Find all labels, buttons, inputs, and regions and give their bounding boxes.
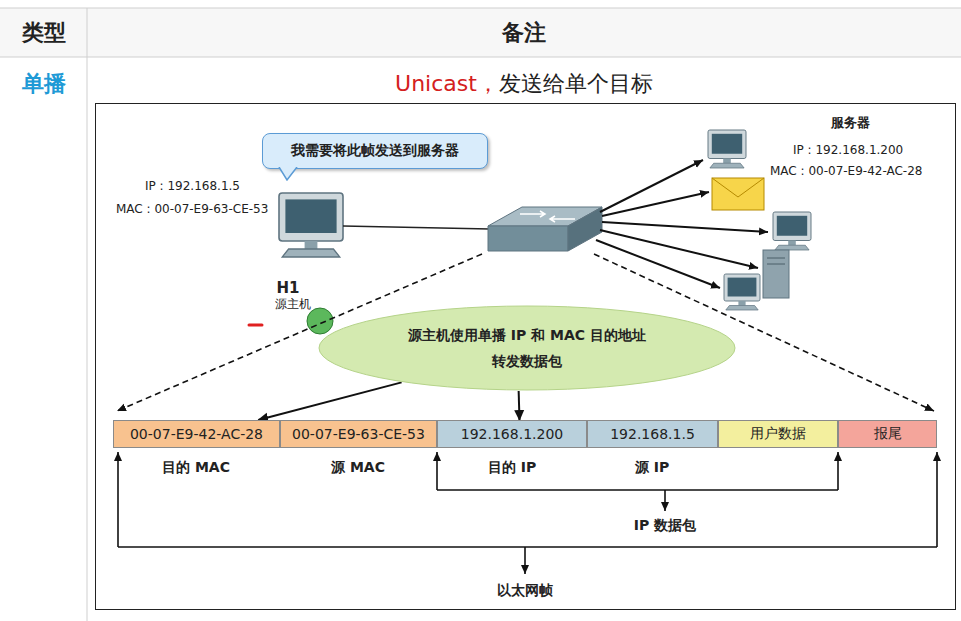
node-text: Unicast，: [395, 71, 499, 96]
diagram-label: 源 IP: [635, 459, 669, 477]
pc-icon: [773, 212, 811, 250]
node-text: 单播: [22, 71, 66, 96]
note-ellipse: 源主机使用单播 IP 和 MAC 目的地址 转发数据包: [318, 305, 736, 391]
diagram-label: MAC : 00-07-E9-63-CE-53: [116, 202, 268, 216]
header-cell: 类型: [0, 8, 87, 57]
ellipse-shape: [318, 305, 736, 391]
node-text: 192.168.1.200: [461, 426, 563, 442]
pc-icon: [708, 130, 746, 168]
diagram-label: 源主机: [275, 296, 311, 313]
diagram-label: 以太网帧: [497, 582, 553, 600]
text-holder: 192.168.1.5: [610, 426, 695, 442]
text-holder: 报尾: [874, 425, 902, 443]
frame-field: 报尾: [838, 420, 937, 448]
node-text: 源主机使用单播 IP 和 MAC 目的地址 转发数据包: [408, 327, 646, 369]
text-holder: 00-07-E9-42-AC-28: [130, 426, 263, 442]
node-text: 发送给单个目标: [499, 71, 653, 96]
diagram-label: 源 MAC: [331, 459, 385, 477]
text-holder: 源主机使用单播 IP 和 MAC 目的地址 转发数据包: [400, 322, 655, 374]
frame-field: 用户数据: [718, 420, 838, 448]
server-tower: [763, 250, 789, 298]
text-holder: 用户数据: [750, 425, 806, 443]
switch: [488, 207, 602, 251]
bubble-tail: [277, 167, 301, 181]
header-row: [0, 8, 961, 57]
connector-arrow: [258, 382, 401, 420]
frame-field: 192.168.1.5: [587, 420, 718, 448]
diagram-label: MAC : 00-07-E9-42-AC-28: [770, 164, 922, 178]
remark-cell: Unicast，发送给单个目标我需要将此帧发送到服务器源主机使用单播 IP 和 …: [87, 57, 961, 621]
envelope-icon: [712, 178, 764, 210]
text-holder: 备注: [502, 18, 546, 48]
host-computer: [279, 193, 343, 257]
pc-icon: [724, 274, 760, 310]
frame-field: 00-07-E9-63-CE-53: [280, 420, 437, 448]
node-text: 192.168.1.5: [610, 426, 695, 442]
diagram-label: IP 数据包: [634, 517, 696, 535]
diagram-label: IP : 192.168.1.200: [793, 143, 903, 157]
ellipse-outline: [319, 306, 735, 390]
text-holder: 单播: [0, 69, 87, 99]
header-cell: 备注: [87, 8, 961, 57]
node-text: 备注: [502, 20, 546, 45]
diagram-label: 目的 MAC: [162, 459, 230, 477]
connector-arrow: [518, 391, 521, 420]
text-holder: 00-07-E9-63-CE-53: [292, 426, 425, 442]
diagram-label: 服务器: [831, 114, 870, 132]
node-text: 类型: [22, 20, 66, 45]
frame-field: 00-07-E9-42-AC-28: [113, 420, 280, 448]
type-cell: 单播: [0, 57, 87, 621]
text-holder: 我需要将此帧发送到服务器: [291, 142, 459, 160]
diagram-label: H1: [277, 279, 300, 297]
speech-bubble: 我需要将此帧发送到服务器: [262, 133, 488, 169]
bubble-tail-shape: [279, 167, 297, 180]
node-text: 00-07-E9-63-CE-53: [292, 426, 425, 442]
node-text: 报尾: [874, 425, 902, 441]
diagram-label: IP : 192.168.1.5: [145, 179, 240, 193]
frame-field: 192.168.1.200: [437, 420, 587, 448]
text-holder: Unicast，发送给单个目标: [87, 69, 961, 99]
diagram-label: 目的 IP: [488, 459, 536, 477]
node-text: 用户数据: [750, 425, 806, 441]
node-text: 00-07-E9-42-AC-28: [130, 426, 263, 442]
diagram-frame: [96, 104, 956, 610]
text-holder: 类型: [22, 18, 66, 48]
node-text: 我需要将此帧发送到服务器: [291, 142, 459, 158]
text-holder: 192.168.1.200: [461, 426, 563, 442]
